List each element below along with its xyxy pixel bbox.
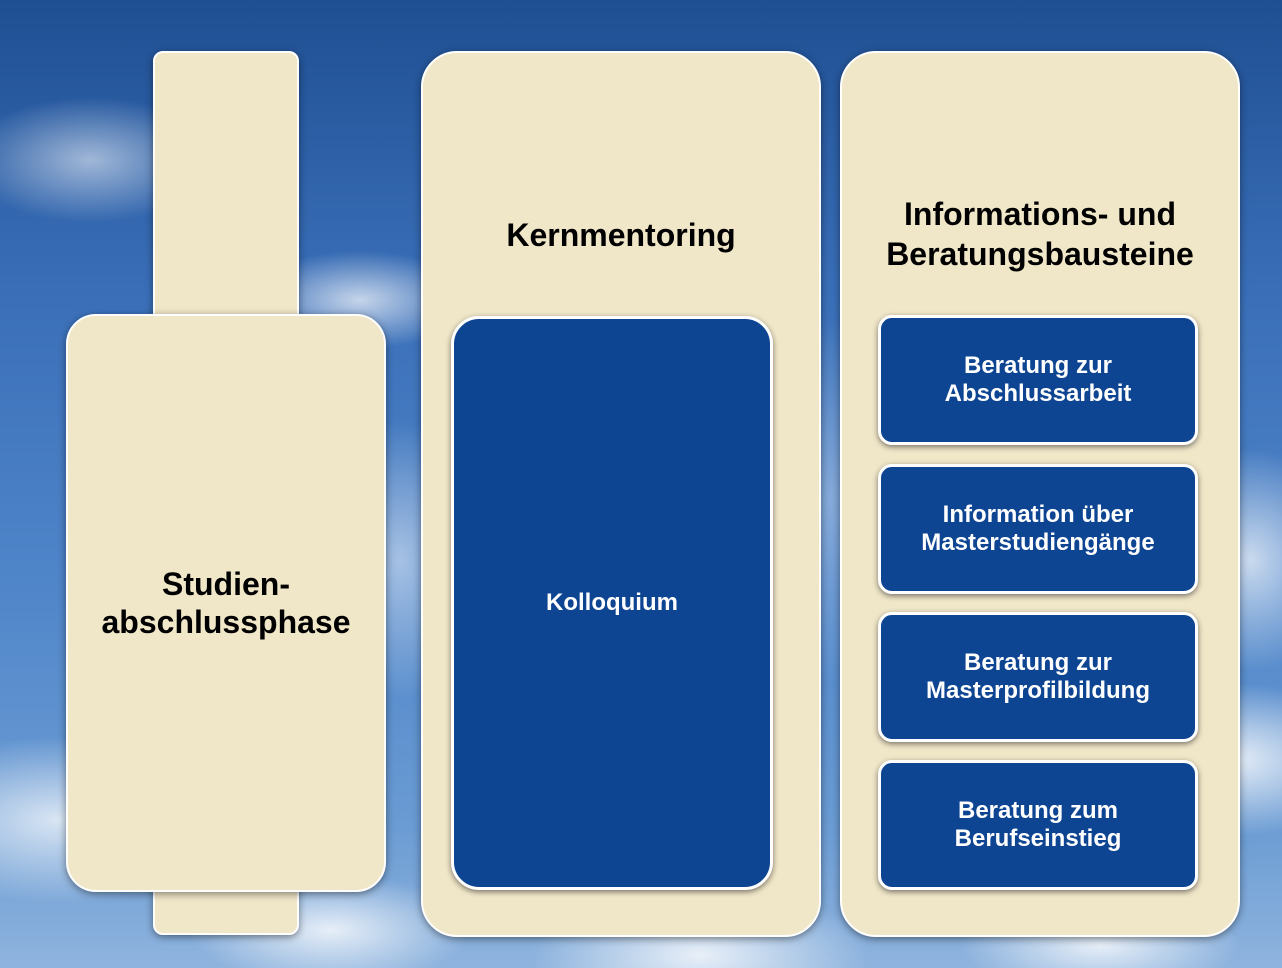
- info-box-line-1: Beratung zur: [963, 649, 1112, 677]
- info-modules-title-line-1: Informations- und: [904, 196, 1176, 232]
- info-modules-title: Informations- und Beratungsbausteine: [842, 194, 1238, 274]
- phase-box: Studien- abschlussphase: [66, 314, 386, 892]
- kolloquium-box: Kolloquium: [451, 316, 773, 890]
- phase-label: Studien- abschlussphase: [102, 565, 351, 642]
- kolloquium-label: Kolloquium: [546, 589, 678, 616]
- info-box-line-1: Beratung zur: [963, 352, 1112, 380]
- info-box-line-1: Beratung zum: [957, 797, 1118, 825]
- info-box-masterprofilbildung: Beratung zur Masterprofilbildung: [878, 612, 1198, 742]
- info-box-line-2: Masterprofilbildung: [926, 677, 1150, 704]
- core-mentoring-title: Kernmentoring: [506, 217, 736, 253]
- info-box-line-2: Abschlussarbeit: [944, 380, 1132, 407]
- info-box-masterstudiengaenge: Information über Masterstudiengänge: [878, 464, 1198, 594]
- info-box-abschlussarbeit: Beratung zur Abschlussarbeit: [878, 315, 1198, 445]
- info-box-berufseinstieg: Beratung zum Berufseinstieg: [878, 760, 1198, 890]
- phase-label-line-2: abschlussphase: [101, 604, 351, 640]
- info-box-line-1: Information über: [942, 501, 1134, 529]
- info-box-line-2: Berufseinstieg: [954, 825, 1122, 852]
- info-box-line-2: Masterstudiengänge: [921, 529, 1155, 556]
- phase-label-line-1: Studien-: [162, 565, 290, 602]
- info-modules-title-line-2: Beratungsbausteine: [886, 236, 1194, 272]
